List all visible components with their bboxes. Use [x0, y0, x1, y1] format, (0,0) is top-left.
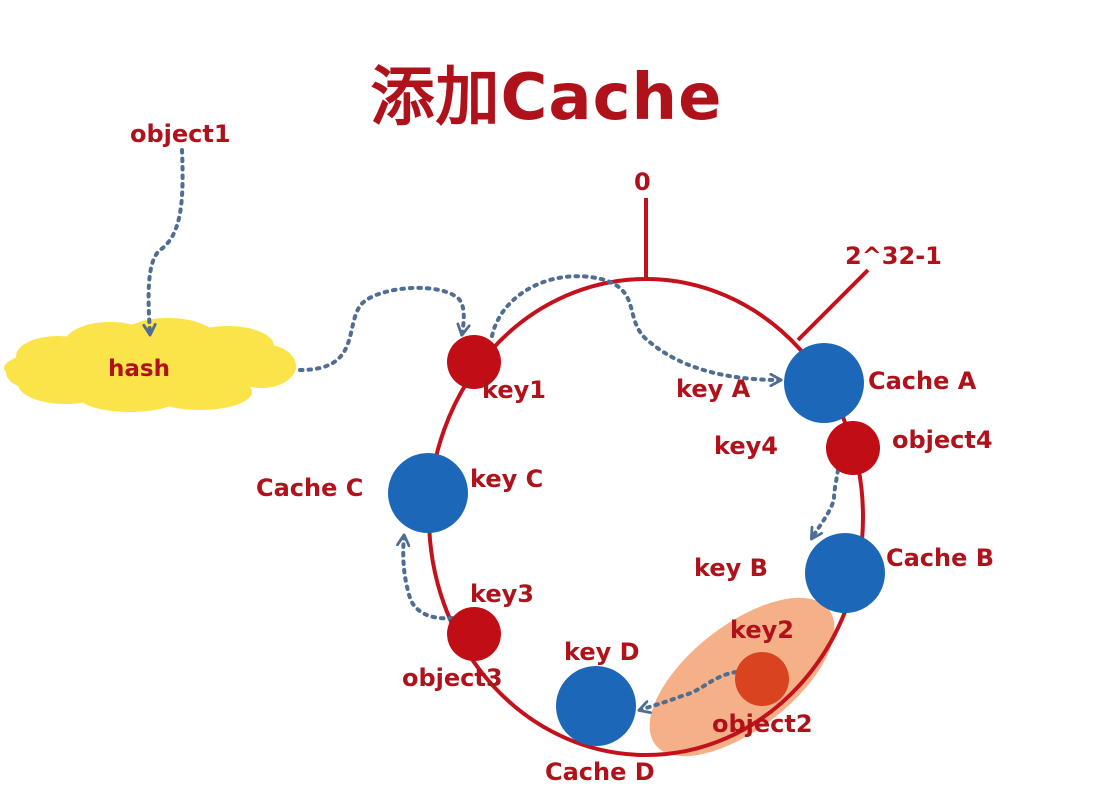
- cache-a-label: Cache A: [868, 367, 977, 395]
- key1-node: [447, 335, 501, 389]
- key1-label: key1: [482, 376, 546, 404]
- arrow-key1-to-cache-a: [490, 274, 780, 380]
- object3-label: object3: [402, 664, 503, 692]
- key4-label: key4: [714, 432, 778, 460]
- object1-label: object1: [130, 120, 231, 148]
- cache-d-label: Cache D: [545, 758, 655, 786]
- object2-node: [735, 652, 789, 706]
- ring-zero-label: 0: [634, 168, 651, 196]
- hash-cloud: [4, 318, 296, 412]
- cache-c-node: [388, 453, 468, 533]
- arrow-object2-to-cache-d: [640, 670, 738, 710]
- cache-d-node: [556, 666, 636, 746]
- arrow-hash-to-key1: [298, 285, 464, 372]
- object4-node: [826, 421, 880, 475]
- cache-c-label: Cache C: [256, 474, 364, 502]
- object4-label: object4: [892, 426, 993, 454]
- hash-label: hash: [108, 356, 170, 382]
- cache-b-label: Cache B: [886, 544, 995, 572]
- arrow-object4-to-cache-b: [812, 468, 840, 538]
- object2-label: object2: [712, 710, 813, 738]
- key3-label: key3: [470, 580, 534, 608]
- page-title: 添加Cache: [370, 61, 723, 135]
- key-b-label: key B: [694, 554, 768, 582]
- ring-max-tick: [796, 268, 870, 342]
- object3-node: [447, 607, 501, 661]
- key-d-label: key D: [564, 638, 640, 666]
- key-a-label: key A: [676, 375, 751, 403]
- arrow-object3-to-cache-c: [403, 536, 454, 621]
- cache-a-node: [784, 343, 864, 423]
- cache-b-node: [805, 533, 885, 613]
- ring-max-label: 2^32-1: [845, 242, 942, 270]
- key2-label: key2: [730, 616, 794, 644]
- arrow-object1-to-hash: [149, 148, 185, 334]
- key-c-label: key C: [470, 465, 544, 493]
